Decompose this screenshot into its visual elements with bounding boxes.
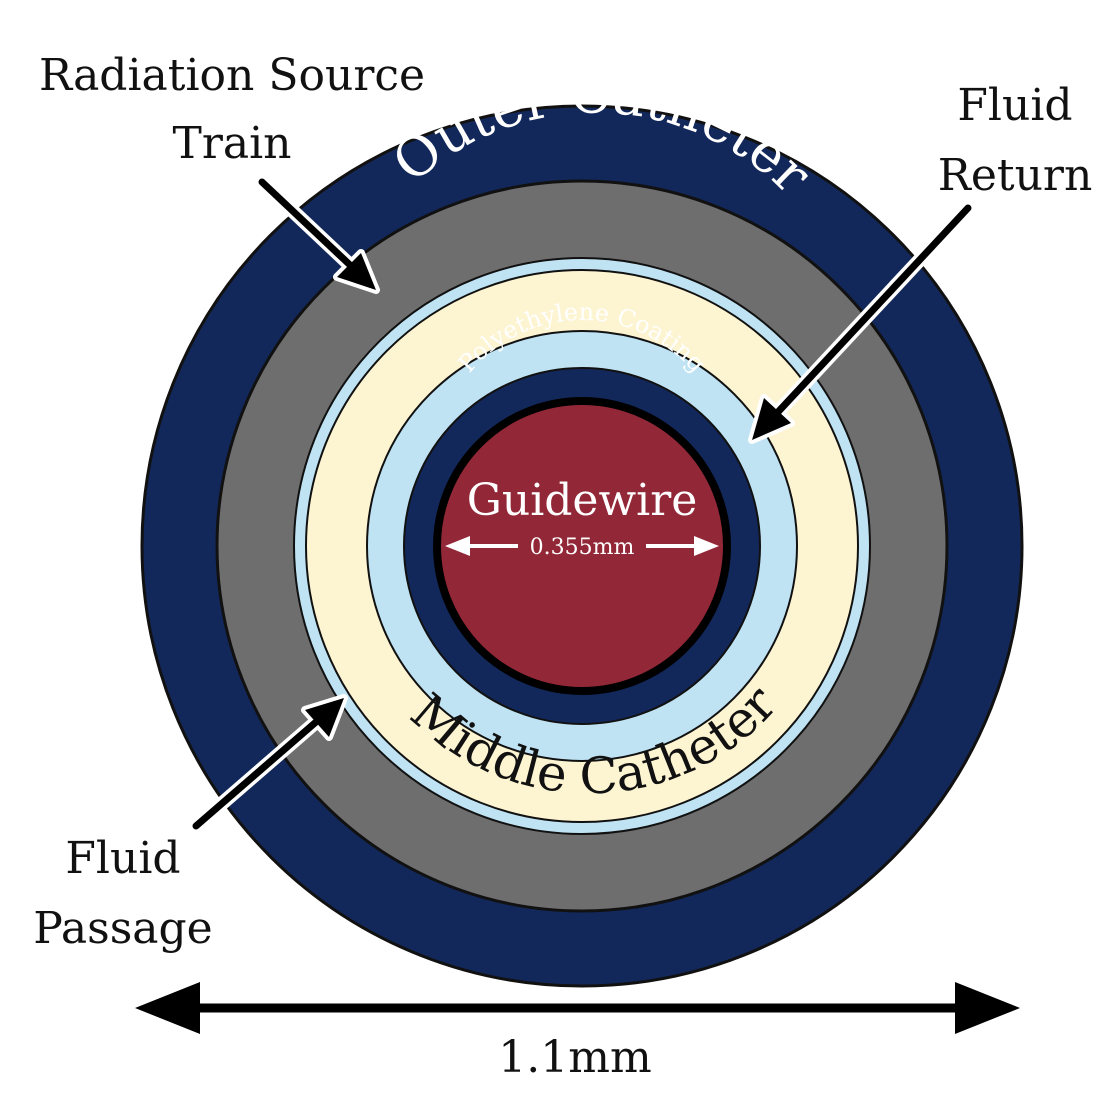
overall-diameter-label: 1.1mm (498, 1032, 651, 1083)
fluid-passage-label-line1: Fluid (65, 833, 180, 884)
radiation-source-arrow (255, 175, 380, 294)
overall-diameter-arrow (135, 982, 1020, 1034)
radiation-source-label-line1: Radiation Source (39, 50, 425, 101)
fluid-passage-label-line2: Passage (33, 903, 212, 954)
guidewire-diameter-label: 0.355mm (530, 535, 635, 560)
guidewire-core (433, 397, 731, 695)
fluid-passage-arrow (189, 694, 348, 833)
guidewire-diameter-arrowhead-left (445, 536, 470, 556)
fluid-return-label-line1: Fluid (957, 80, 1072, 131)
guidewire-diameter-arrowhead-right (694, 536, 719, 556)
guidewire-label: Guidewire (467, 475, 698, 526)
fluid-return-arrow (748, 201, 975, 444)
fluid-return-label-line2: Return (938, 150, 1093, 201)
radiation-source-label-line2: Train (172, 118, 291, 169)
